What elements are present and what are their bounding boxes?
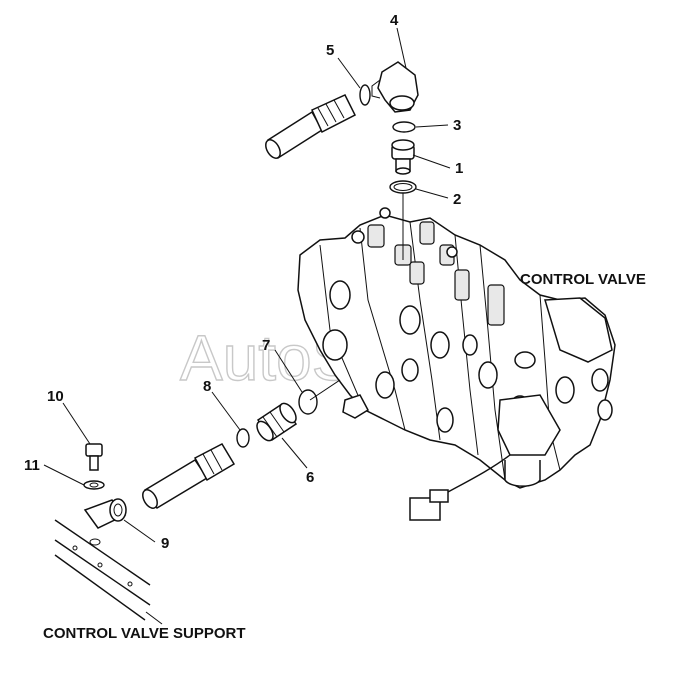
callout-7: 7 [262,337,270,354]
control-valve-assembly [297,207,616,489]
control-valve-label: CONTROL VALVE [520,271,646,288]
callout-8: 8 [203,378,211,395]
callout-4: 4 [390,12,399,29]
callout-11: 11 [24,457,40,474]
callout-1: 1 [455,160,463,177]
callout-2: 2 [453,191,461,208]
electrical-connector [409,454,511,521]
washer-11 [83,480,105,490]
callout-5: 5 [326,42,334,59]
o-ring-8 [236,428,250,448]
upper-hose [265,94,357,160]
elbow-fitting-4 [371,61,419,113]
leader-lines [43,27,451,625]
callout-3: 3 [453,117,461,134]
control-valve-support [54,519,151,621]
o-ring-5 [359,84,371,106]
control-valve-support-label: CONTROL VALVE SUPPORT [43,625,246,642]
o-ring-3 [392,121,416,133]
callout-10: 10 [47,388,64,405]
clamp-9 [83,498,127,529]
callout-9: 9 [161,535,169,552]
bolt-10 [85,443,103,471]
callout-6: 6 [306,469,314,486]
connector-plug [409,497,441,521]
callout-numbers: 4 5 3 1 2 7 8 6 9 10 11 [24,12,463,552]
o-ring-7 [298,389,318,415]
adapter-fitting-1 [391,139,415,175]
adapter-fitting-6 [256,402,298,442]
middle-hose [142,443,236,510]
o-ring-2 [389,180,417,194]
